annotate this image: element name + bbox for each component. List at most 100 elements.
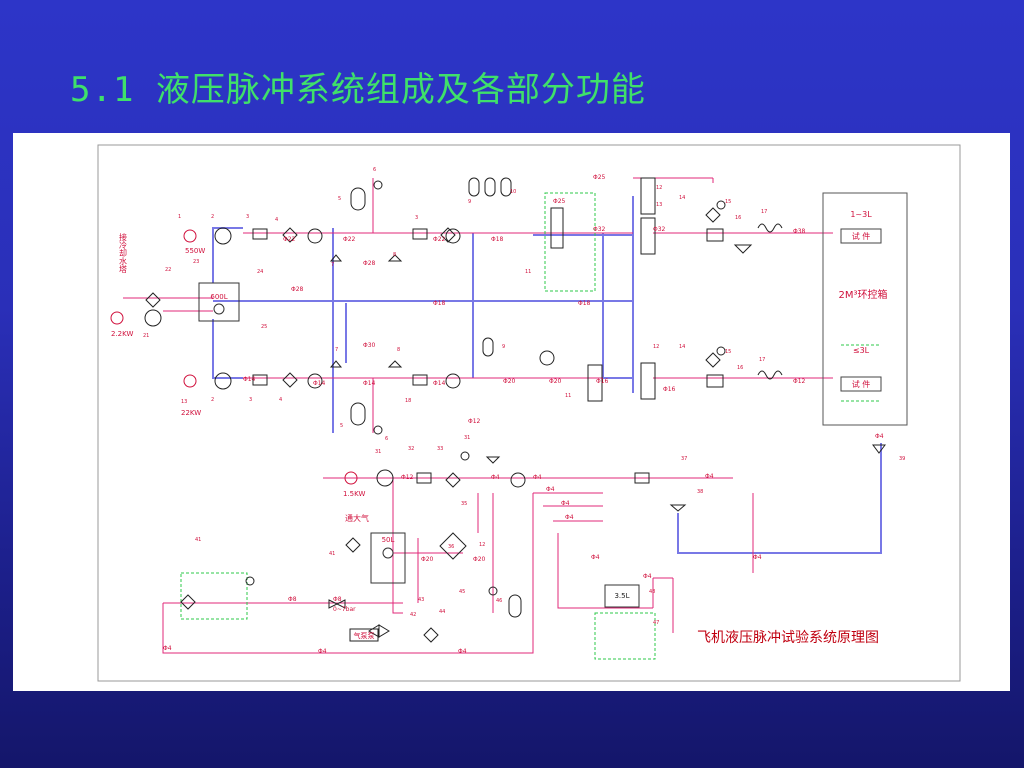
phi20-label-a: Φ20: [503, 378, 516, 385]
phi12-label-b: Φ12: [401, 474, 414, 481]
phi20-label-b: Φ20: [549, 378, 562, 385]
tank-50l-label: 50L: [382, 536, 395, 544]
phi4-label-f: Φ4: [565, 514, 574, 521]
svg-text:4: 4: [275, 217, 278, 223]
svg-text:23: 23: [193, 259, 199, 265]
phi18-label-c: Φ18: [491, 236, 504, 243]
svg-text:14: 14: [679, 344, 685, 350]
main-pipes: [212, 196, 882, 554]
phi14-label-c: Φ14: [363, 380, 376, 387]
pump-p2-icon: [144, 309, 162, 327]
slide-title: 5.1 液压脉冲系统组成及各部分功能: [70, 70, 646, 110]
svg-text:2: 2: [211, 214, 214, 220]
svg-text:14: 14: [679, 195, 685, 201]
pump-p4-icon: [376, 469, 394, 487]
phi18-label-a: Φ18: [433, 300, 446, 307]
pumps: [110, 227, 394, 487]
svg-text:22: 22: [165, 267, 171, 273]
phi8-label-a: Φ8: [333, 596, 342, 603]
phi14-label-b: Φ14: [313, 380, 326, 387]
motor-p1-power: 550W: [185, 247, 205, 255]
phi14-label-d: Φ14: [433, 380, 446, 387]
phi25-label-b: Φ25: [553, 198, 566, 205]
svg-text:12: 12: [653, 344, 659, 350]
volume-lower: ≤3L: [853, 346, 870, 355]
phi28-label-b: Φ28: [291, 286, 304, 293]
svg-text:18: 18: [405, 398, 411, 404]
phi4-label-g: Φ4: [591, 554, 600, 561]
svg-text:21: 21: [143, 333, 149, 339]
svg-text:25: 25: [261, 324, 267, 330]
svg-text:3: 3: [249, 397, 252, 403]
svg-text:35: 35: [461, 501, 467, 507]
motor-p1-icon: [183, 229, 197, 243]
phi4-label-a: Φ4: [491, 474, 500, 481]
svg-text:36: 36: [448, 544, 454, 550]
svg-text:42: 42: [410, 612, 416, 618]
tank-600l-label: 600L: [210, 293, 227, 301]
phi12-label-c: Φ12: [468, 418, 481, 425]
svg-text:1: 1: [178, 214, 181, 220]
svg-text:17: 17: [761, 209, 767, 215]
accumulators: [350, 177, 522, 618]
phi4-label-i: Φ4: [643, 573, 652, 580]
motor-p2-power: 2.2KW: [111, 330, 133, 338]
svg-text:45: 45: [459, 589, 465, 595]
motor-p3-icon: [183, 374, 197, 388]
svg-text:4: 4: [279, 397, 282, 403]
gauges: [245, 180, 726, 596]
svg-text:16: 16: [735, 215, 741, 221]
phi22-label-b: Φ22: [343, 236, 356, 243]
phi8-label-b: Φ8: [288, 596, 297, 603]
coils: [757, 223, 783, 380]
air-pump-label: 气泵泵: [354, 631, 375, 640]
phi4-label-d: Φ4: [546, 486, 555, 493]
svg-text:15: 15: [725, 349, 731, 355]
thermal-zone: [841, 344, 881, 402]
svg-text:31: 31: [464, 435, 470, 441]
svg-text:47: 47: [653, 620, 659, 626]
tank-600l: [198, 282, 240, 322]
volume-upper: 1~3L: [850, 210, 872, 219]
svg-text:3: 3: [246, 214, 249, 220]
phi4-label-j: Φ4: [318, 648, 327, 655]
svg-text:39: 39: [899, 456, 905, 462]
svg-text:46: 46: [496, 598, 502, 604]
svg-text:48: 48: [649, 589, 655, 595]
phi4-label-l: Φ4: [163, 645, 172, 652]
filters: [145, 207, 721, 643]
svg-text:33: 33: [437, 446, 443, 452]
tank-50l: [370, 532, 406, 584]
diagram-caption: 飞机液压脉冲试验系统原理图: [697, 630, 879, 646]
check-valves: [328, 244, 886, 638]
svg-text:2: 2: [211, 397, 214, 403]
atmosphere-label: 通大气: [345, 513, 369, 523]
phi25-label-a: Φ25: [593, 174, 606, 181]
phi4-label-b: Φ4: [533, 474, 542, 481]
svg-text:5: 5: [340, 423, 343, 429]
pump-p3-icon: [214, 372, 232, 390]
svg-text:6: 6: [385, 436, 388, 442]
phi28-label-a: Φ28: [363, 260, 376, 267]
motor-p3-power: 22KW: [181, 409, 201, 417]
svg-text:9: 9: [468, 199, 471, 205]
svg-text:32: 32: [408, 446, 414, 452]
phi22-label-c: Φ22: [433, 236, 446, 243]
specimen-upper-label: 试 件: [852, 231, 871, 241]
svg-text:31: 31: [375, 449, 381, 455]
svg-text:9: 9: [502, 344, 505, 350]
phi4-label-h: Φ4: [753, 554, 762, 561]
phi18-label-b: Φ18: [578, 300, 591, 307]
svg-text:11: 11: [565, 393, 571, 399]
phi16-label-a: Φ16: [596, 378, 609, 385]
svg-text:41: 41: [195, 537, 201, 543]
svg-text:43: 43: [418, 597, 424, 603]
phi12-label-a: Φ12: [793, 378, 806, 385]
svg-text:38: 38: [697, 489, 703, 495]
tank-50l-port: [382, 547, 394, 559]
phi32-label-a: Φ32: [593, 226, 606, 233]
phi20-label-d: Φ20: [473, 556, 486, 563]
specimen-lower: [840, 376, 882, 392]
hydraulic-schematic: 试 件 试 件 1~3L ≤3L 2M³环控箱 600L 50L 3.5L 55…: [97, 144, 961, 682]
